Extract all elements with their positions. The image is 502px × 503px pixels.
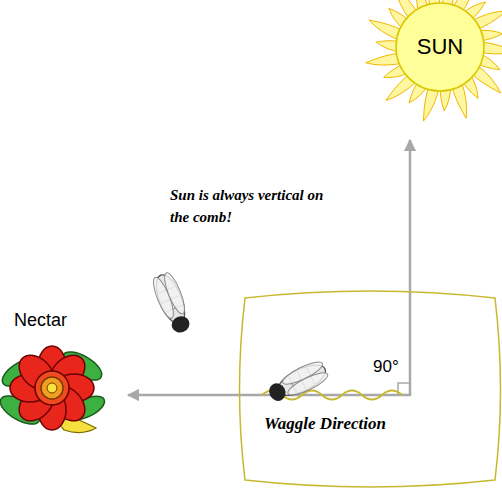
bee-illustration [265, 358, 330, 406]
honeycomb: Waggle Direction [236, 290, 502, 490]
direction-arrow [409, 140, 412, 290]
node-text: Waggle Direction [264, 414, 464, 434]
nectar-source: Nectar [0, 303, 128, 435]
note-text: Sun is always vertical on the comb! [170, 184, 335, 228]
node-text: Nectar [14, 310, 114, 331]
angle-label: 90° [373, 357, 413, 377]
node-text: SUN [400, 34, 480, 60]
direction-arrow [128, 394, 236, 397]
sun-shape [350, 0, 502, 140]
comb-outline [240, 291, 501, 487]
sun-disc [396, 3, 484, 91]
sun-axis-line [409, 290, 412, 396]
bee-illustration [150, 271, 195, 337]
sun-rays [366, 0, 502, 121]
comb-shape [236, 290, 502, 490]
sun-node: SUN [350, 0, 502, 140]
flower-illustration [0, 346, 108, 433]
